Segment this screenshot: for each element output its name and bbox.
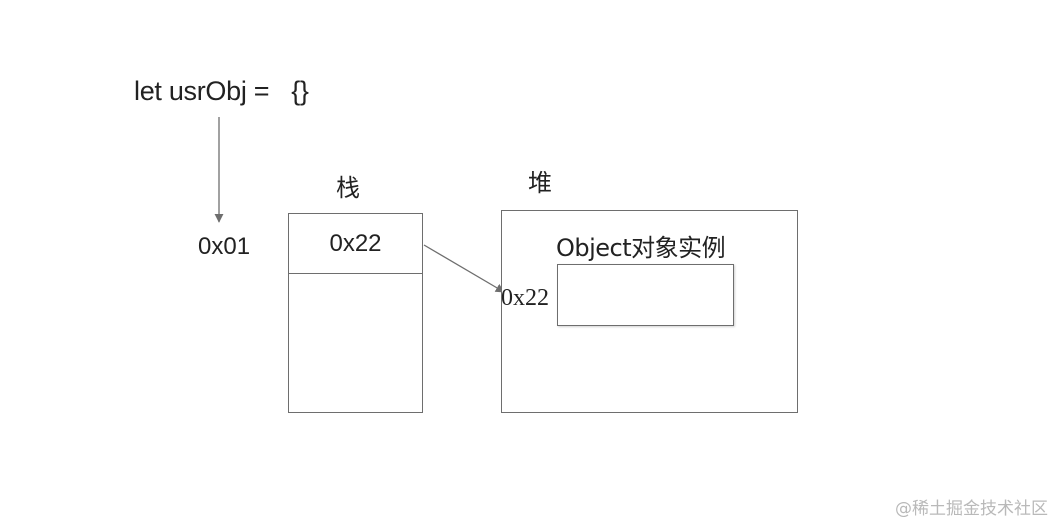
heap-object-title: Object对象实例 xyxy=(556,234,726,262)
code-declaration: let usrObj = xyxy=(134,76,270,106)
variable-address: 0x01 xyxy=(198,233,251,260)
stack-divider xyxy=(289,273,422,274)
code-statement: let usrObj = {} xyxy=(134,76,309,107)
code-object-literal: {} xyxy=(291,76,309,106)
heap-label: 堆 xyxy=(528,169,552,197)
heap-object-address: 0x22 xyxy=(501,285,549,311)
heap-object-box xyxy=(557,264,734,326)
stack-box: 0x22 xyxy=(288,213,423,413)
stack-label: 栈 xyxy=(336,174,360,202)
watermark: @稀土掘金技术社区 xyxy=(895,499,1048,519)
pointer-arrow xyxy=(423,244,505,293)
stack-cell-value: 0x22 xyxy=(329,230,382,257)
